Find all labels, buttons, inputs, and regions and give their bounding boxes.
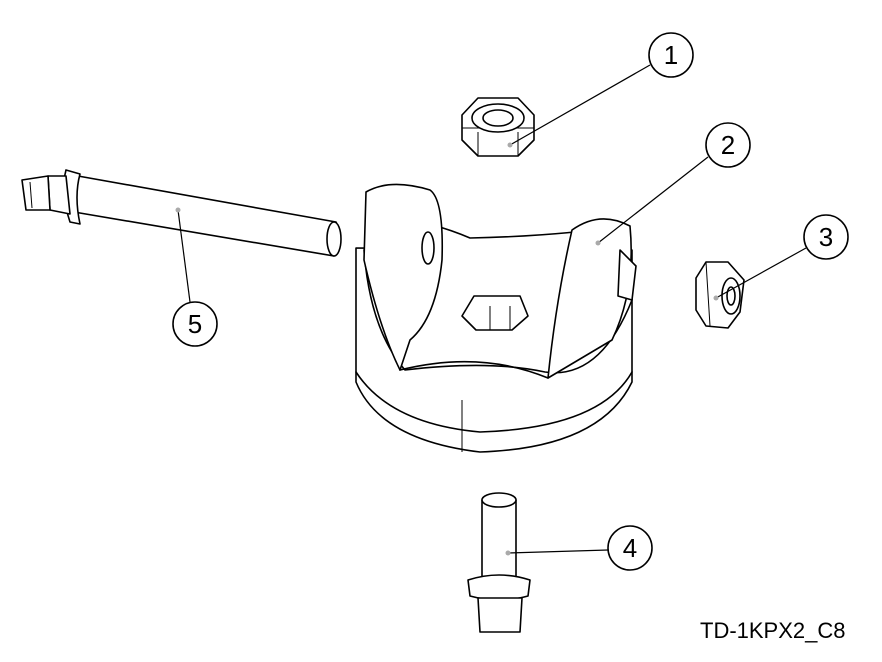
balloon-1: 1 <box>507 32 694 148</box>
balloon-4-label: 4 <box>623 533 637 563</box>
part-short-bolt <box>467 492 531 633</box>
balloon-5: 5 <box>172 207 218 347</box>
balloon-3: 3 <box>713 214 849 301</box>
balloon-1-label: 1 <box>664 40 678 70</box>
part-hex-nut <box>695 261 745 329</box>
balloon-2-label: 2 <box>721 130 735 160</box>
balloon-2: 2 <box>595 122 751 246</box>
part-yoke-housing <box>355 183 637 453</box>
balloon-5-label: 5 <box>188 309 202 339</box>
balloon-3-label: 3 <box>819 222 833 252</box>
part-lock-nut <box>461 97 535 157</box>
part-long-bolt <box>21 169 342 257</box>
balloon-4: 4 <box>505 525 653 571</box>
drawing-code: TD-1KPX2_C8 <box>700 618 846 643</box>
